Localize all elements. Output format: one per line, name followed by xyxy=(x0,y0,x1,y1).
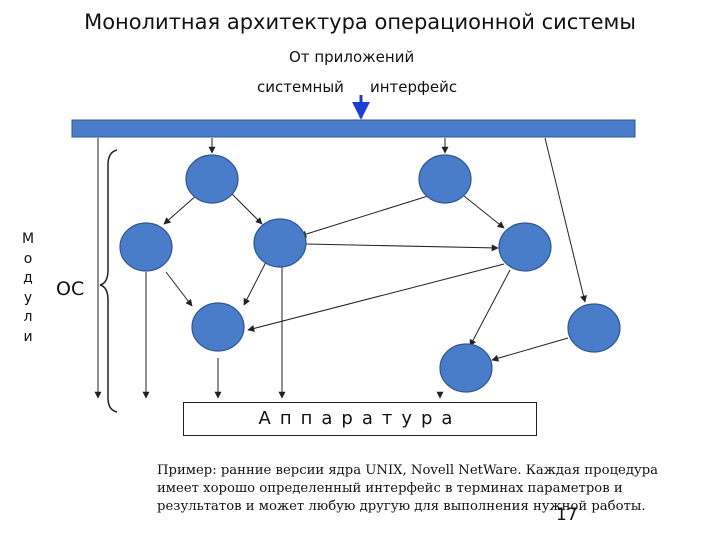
module-node xyxy=(253,218,307,268)
example-note: Пример: ранние версии ядра UNIX, Novell … xyxy=(157,463,659,514)
syscall-left-label: системный xyxy=(257,78,344,96)
modules-letter: л xyxy=(23,309,33,325)
edge xyxy=(165,271,193,307)
edge xyxy=(463,195,505,229)
system-interface-bar xyxy=(71,119,636,138)
module-node xyxy=(567,303,621,353)
slide-title: Монолитная архитектура операционной сист… xyxy=(84,10,636,34)
os-brace xyxy=(99,149,118,413)
modules-vertical-label: М о д у л и xyxy=(18,230,38,347)
module-node xyxy=(439,343,493,393)
edge xyxy=(231,193,263,225)
page-number: 17 xyxy=(556,505,578,525)
module-node xyxy=(191,302,245,352)
module-node xyxy=(498,222,552,272)
edge xyxy=(247,263,505,332)
modules-letter: о xyxy=(23,250,33,267)
edge xyxy=(544,137,587,303)
os-label: ОС xyxy=(56,278,85,300)
hardware-label: Аппаратура xyxy=(258,408,462,429)
from-apps-label: От приложений xyxy=(289,48,415,66)
edge xyxy=(469,269,511,347)
modules-letter: д xyxy=(23,270,33,286)
edge xyxy=(299,195,429,238)
modules-letter: у xyxy=(23,289,33,306)
edge xyxy=(243,261,267,306)
edge xyxy=(305,243,499,252)
module-node xyxy=(418,154,472,204)
syscall-right-label: интерфейс xyxy=(370,78,458,96)
edge xyxy=(491,337,569,362)
edge xyxy=(163,193,199,225)
module-node xyxy=(185,154,239,204)
module-node xyxy=(119,222,173,272)
hardware-box: Аппаратура xyxy=(183,402,537,436)
modules-letter: и xyxy=(23,328,33,345)
modules-letter: М xyxy=(21,231,35,247)
